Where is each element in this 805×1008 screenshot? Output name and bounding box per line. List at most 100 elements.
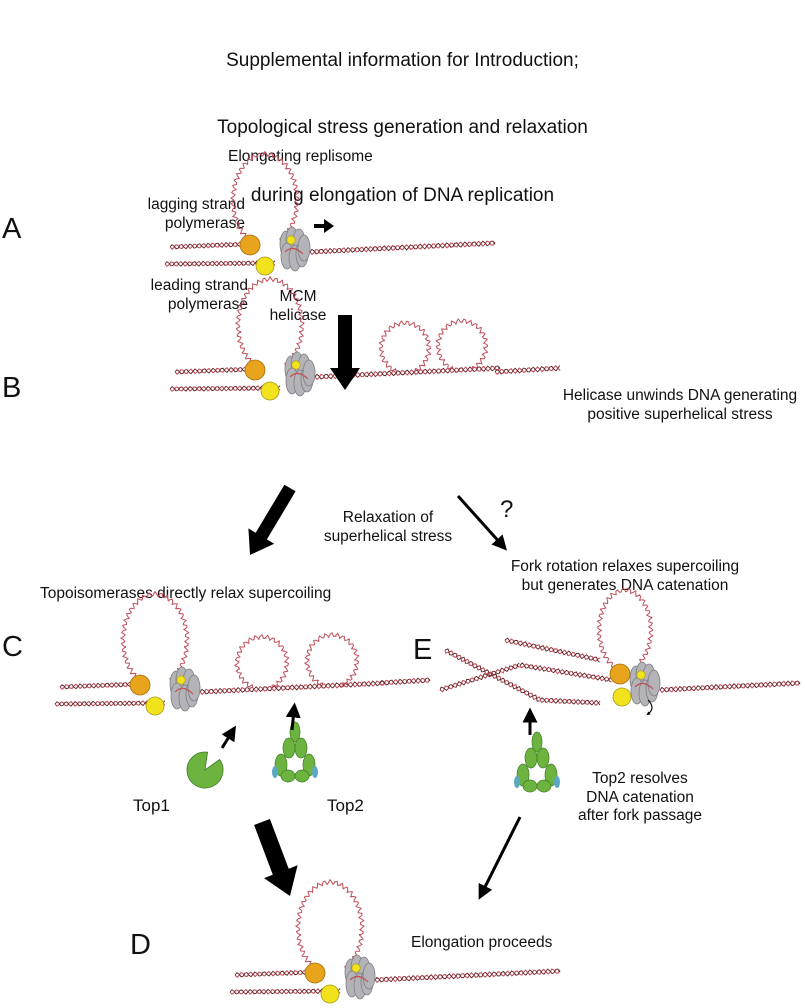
dna-strand (439, 662, 520, 691)
cdc45-dot (176, 675, 186, 685)
top2-subunit (294, 737, 308, 759)
dna-strand (309, 240, 496, 256)
dna-strand (659, 680, 801, 694)
catenane-strand (444, 648, 541, 702)
dna-strand (164, 260, 276, 267)
label-topo-direct: Topoisomerases directly relax supercoili… (40, 585, 332, 602)
strand-through-mcm (284, 247, 304, 255)
lagging-polymerase (129, 674, 151, 696)
dna-strand (54, 700, 166, 707)
arrow-a-to-b (330, 315, 360, 390)
top2-enzyme-e (514, 731, 560, 793)
mcm-helicase-e (629, 661, 661, 707)
top2-accent (514, 776, 520, 788)
dna-strand (539, 697, 601, 706)
cdc45-dot (636, 670, 646, 680)
dna-strand (379, 677, 431, 686)
lagging-loop (294, 879, 365, 974)
replisome-group (54, 151, 561, 1004)
title-line-3: during elongation of DNA replication (250, 184, 555, 206)
label-helicase-unwinds: Helicase unwinds DNA generating positive… (562, 387, 798, 423)
dna-strand (169, 385, 281, 392)
supercoil-c-1 (234, 634, 290, 690)
mcm-subunit (362, 962, 376, 990)
lagging-polymerase (244, 359, 266, 381)
title-line-1: Supplemental information for Introductio… (226, 49, 579, 71)
dna-strand (199, 680, 386, 696)
dna-strand (659, 680, 801, 693)
lagging-polymerase (304, 962, 326, 984)
figure-title: Supplemental information for Introductio… (0, 4, 805, 230)
lagging-duplex (169, 241, 251, 250)
cdc45-dot (291, 360, 301, 370)
top1-enzyme (186, 751, 224, 789)
leading-polymerase (320, 984, 340, 1004)
dna-strand (494, 365, 561, 375)
panel-label-b: B (2, 372, 22, 404)
lagging-polymerase (239, 234, 261, 256)
replisome-b (169, 276, 501, 401)
top2-subunit (531, 731, 543, 753)
dna-strand (519, 662, 613, 682)
dna-strand (504, 638, 601, 662)
mcm-helicase (169, 666, 201, 712)
catenane-group (439, 587, 801, 716)
catenane-strand (504, 637, 601, 663)
top2-accent (554, 776, 560, 788)
panel-label-d: D (130, 929, 151, 961)
direction-arrow-a (314, 219, 334, 233)
label-mcm-helicase: MCM helicase (269, 288, 327, 324)
label-fork-rotation: Fork rotation relaxes supercoiling but g… (510, 558, 740, 594)
dna-strand (309, 240, 496, 255)
supercoil-group (234, 318, 489, 690)
label-top2-resolves: Top2 resolves DNA catenation after fork … (577, 770, 703, 825)
parental-duplex-e (659, 680, 801, 694)
top2-enzyme-c (272, 721, 318, 783)
parental-duplex (309, 240, 496, 256)
supercoil-loop (234, 634, 290, 690)
label-top2: Top2 (327, 796, 364, 815)
top2-subunit (524, 747, 538, 769)
mcm-subunit (187, 674, 201, 702)
lagging-loop (229, 151, 300, 246)
catenane-strand (539, 697, 601, 706)
dna-strand (234, 969, 316, 978)
lagging-duplex (174, 366, 256, 375)
rotation-arrow (646, 699, 653, 716)
dna-strand (59, 681, 141, 690)
dna-strand (444, 648, 540, 702)
dna-strand (379, 677, 431, 687)
top2-subunit (282, 737, 296, 759)
mcm-helicase (344, 954, 376, 1000)
top2-subunit (294, 769, 310, 783)
label-elongation-proceeds: Elongation proceeds (411, 934, 553, 951)
label-leading-polymerase: leading strand polymerase (150, 277, 248, 313)
cdc45-dot (286, 235, 296, 245)
dna-strand (229, 988, 341, 995)
duplex-c-ext (379, 677, 431, 687)
dna-strand (374, 968, 561, 984)
supercoil-loop (435, 318, 489, 372)
top2-subunit (536, 779, 552, 793)
leading-polymerase (145, 696, 165, 716)
catenated-daughters (439, 587, 801, 716)
parental-duplex (199, 680, 386, 696)
arrow-b-to-e (456, 494, 508, 551)
parental-duplex (374, 968, 561, 984)
top2-accent (312, 766, 318, 778)
lagging-loop (119, 591, 190, 686)
arrow-group (220, 219, 538, 900)
title-line-2: Topological stress generation and relaxa… (217, 117, 588, 139)
label-relaxation: Relaxation of superhelical stress (323, 509, 453, 545)
lagging-duplex (234, 969, 316, 978)
mcm-subunit (302, 359, 316, 387)
supercoil-b-2 (435, 318, 489, 372)
arrow-c-to-d (254, 819, 298, 896)
topoisomerase-group (186, 721, 560, 793)
label-top1: Top1 (133, 796, 170, 815)
top2-subunit (280, 769, 296, 783)
lagging-polymerase-e (609, 663, 631, 685)
leading-polymerase-e (612, 687, 632, 707)
dna-strand (539, 697, 601, 706)
